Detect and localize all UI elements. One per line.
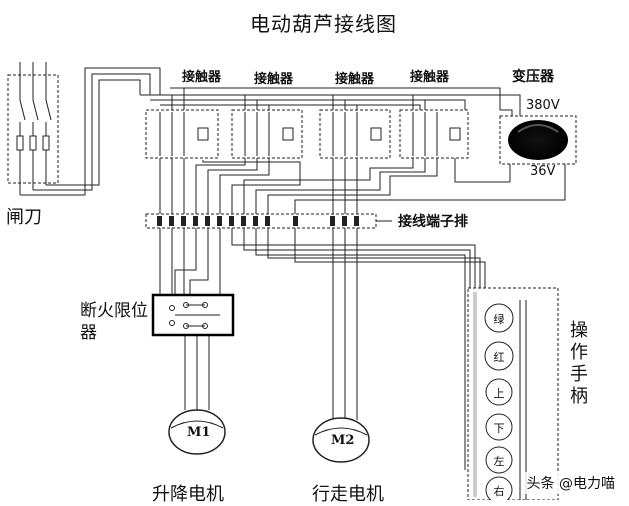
watermark: 头条 @电力喵 [520,472,621,494]
button-down-label: 下 [493,422,505,435]
contactor-2-label: 接触器 [254,72,294,87]
contactor-4-label: 接触器 [410,70,450,85]
contactor-lower-wiring [159,158,566,215]
limit-switch-label: 断火限位器 [80,301,148,343]
contactor-4 [399,109,469,159]
motor-m2 [312,417,370,463]
travel-motor-label: 行走电机 [312,484,384,505]
top-bus-wiring [140,87,521,118]
contactor-1 [145,109,219,159]
contactor-3 [319,109,391,159]
control-handle [467,287,559,500]
transformer [499,115,577,190]
contactor-1-label: 接触器 [182,70,222,85]
button-up-label: 上 [493,387,505,400]
contactor-3-label: 接触器 [335,72,375,87]
limit-switch-box [151,293,235,337]
knife-switch [7,62,161,196]
motor-m1-label: M1 [187,425,211,440]
knife-switch-label: 闸刀 [6,207,42,228]
terminal-block [145,213,392,229]
voltage-36v-label: 36V [530,164,556,179]
lift-motor-label: 升降电机 [152,484,224,505]
button-right-label: 右 [493,485,505,498]
motor-m2-label: M2 [331,433,355,448]
motor-m1 [168,409,226,455]
diagram-title: 电动葫芦接线图 [250,12,397,36]
terminal-block-label: 接线端子排 [398,214,468,230]
button-red-label: 红 [493,351,505,364]
contactor-2 [231,109,303,159]
voltage-380v-label: 380V [526,98,560,113]
transformer-label: 变压器 [512,69,554,85]
control-handle-label: 操作手柄 [570,320,588,407]
button-green-label: 绿 [493,313,505,326]
button-left-label: 左 [493,455,505,468]
